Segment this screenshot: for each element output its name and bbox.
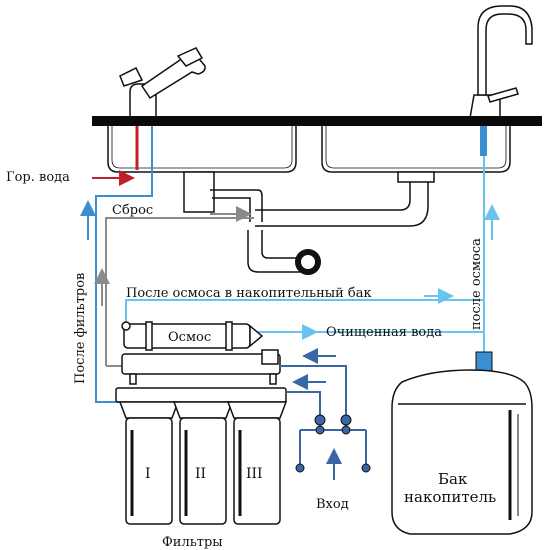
siphon-trap <box>295 249 321 275</box>
kitchen-sink <box>92 5 542 173</box>
label-tank-line1: Бак <box>438 470 468 488</box>
prefilter-housing <box>121 349 281 385</box>
input-valves <box>295 414 371 473</box>
after-osmosis-to-tank-line <box>125 299 484 326</box>
filter-housing-2 <box>172 401 234 525</box>
label-tank-line2: накопитель <box>404 488 496 506</box>
filter-bank <box>115 387 288 525</box>
storage-tank <box>391 369 533 535</box>
after-filters-line <box>95 126 153 403</box>
label-after-filters: После фильтров <box>73 273 88 384</box>
drain-line <box>105 217 254 367</box>
filter-numeral-1: I <box>145 466 151 482</box>
mixer-faucet <box>119 47 206 119</box>
countertop <box>92 116 542 126</box>
label-input: Вход <box>316 497 349 512</box>
label-after-osmosis-to-tank: После осмоса в накопительный бак <box>126 286 372 301</box>
osmosis-membrane <box>121 321 264 351</box>
label-drain: Сброс <box>112 203 153 218</box>
label-after-osmosis: после осмоса <box>469 238 484 330</box>
label-purified-water: Очищенная вода <box>326 325 442 340</box>
drain-siphon <box>183 171 435 273</box>
filter-numeral-3: III <box>246 466 263 482</box>
label-osmosis: Осмос <box>168 330 211 345</box>
filter-numeral-2: II <box>195 466 206 482</box>
label-filters: Фильтры <box>162 535 223 550</box>
filter-housing-3 <box>226 401 288 525</box>
label-hot-water: Гор. вода <box>6 170 70 185</box>
filter-housing-1 <box>118 401 180 525</box>
purified-water-faucet <box>469 5 533 119</box>
